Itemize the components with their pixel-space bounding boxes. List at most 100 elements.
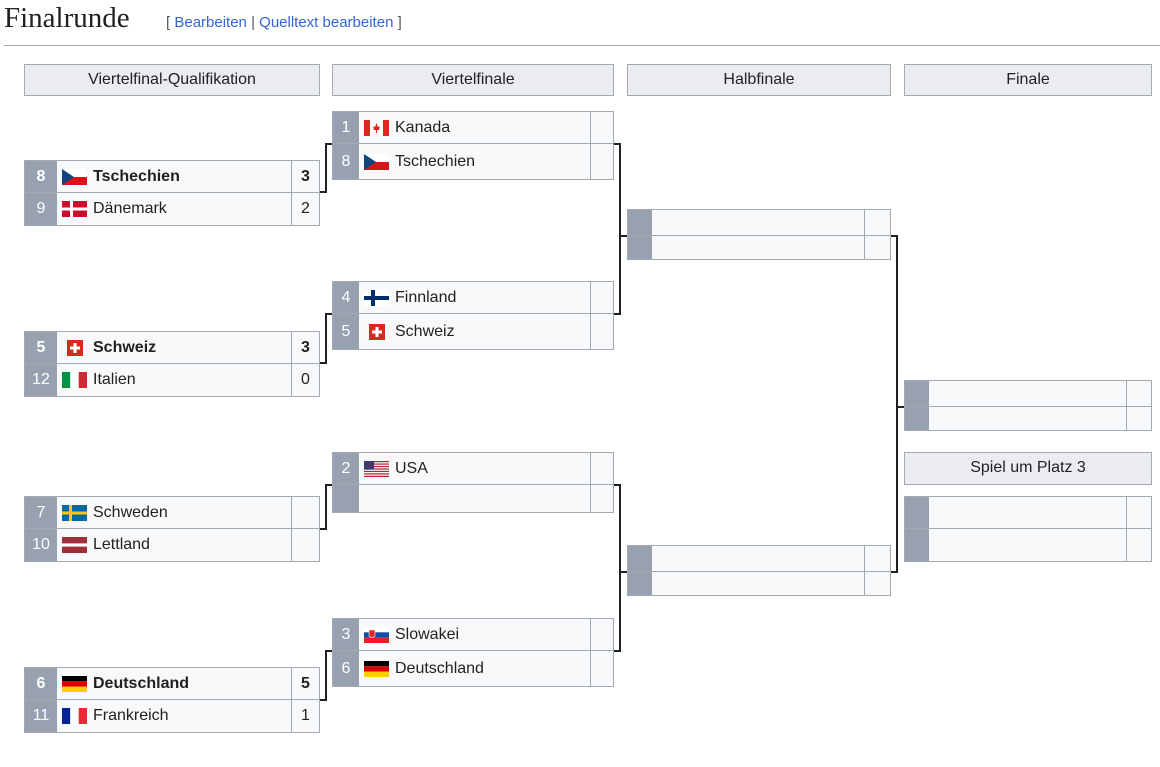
score: [590, 485, 613, 512]
team-name[interactable]: Lettland: [93, 536, 150, 553]
team-row: [904, 406, 1152, 431]
team-name[interactable]: Tschechien: [93, 167, 180, 185]
team-cell: Deutschland: [359, 651, 590, 686]
seed: 10: [25, 529, 57, 561]
seed: 5: [333, 314, 359, 349]
flag-cz-icon: [62, 168, 87, 185]
flag-ca-icon: [364, 119, 389, 136]
team-cell: [929, 497, 1126, 528]
score: [864, 572, 890, 595]
team-cell: [929, 407, 1126, 430]
seed: 1: [333, 112, 359, 143]
team-cell: USA: [359, 453, 590, 484]
bracket-close: ]: [397, 14, 402, 31]
team-cell: [652, 546, 864, 571]
score: [590, 651, 613, 686]
score: [864, 236, 890, 259]
team-row: [627, 235, 891, 260]
team-cell: Frankreich: [57, 700, 291, 732]
edit-links: [ Bearbeiten | Quelltext bearbeiten ]: [166, 14, 402, 31]
team-row: [904, 380, 1152, 407]
section-title: Finalrunde: [4, 2, 130, 34]
header-quarterfinal: Viertelfinale: [332, 64, 614, 96]
seed: 8: [25, 161, 57, 192]
team-row: [904, 528, 1152, 562]
header-semifinal: Halbfinale: [627, 64, 891, 96]
team-name[interactable]: Deutschland: [395, 659, 484, 677]
team-name[interactable]: USA: [395, 459, 428, 477]
team-cell: Finnland: [359, 282, 590, 313]
team-name[interactable]: Deutschland: [93, 674, 190, 692]
header-qualification: Viertelfinal-Qualifikation: [24, 64, 320, 96]
team-row: 10 Lettland: [24, 528, 320, 562]
connector: [320, 143, 332, 193]
seed: 2: [333, 453, 359, 484]
separator: |: [251, 14, 255, 31]
team-name[interactable]: Slowakei: [395, 625, 460, 643]
team-name[interactable]: Frankreich: [93, 707, 169, 724]
seed: 3: [333, 619, 359, 650]
team-row: [627, 571, 891, 596]
flag-fr-icon: [62, 708, 87, 724]
team-cell: [652, 236, 864, 259]
score: [590, 112, 613, 143]
team-name[interactable]: Kanada: [395, 118, 451, 136]
team-cell: Schweiz: [359, 314, 590, 349]
score: [291, 529, 319, 561]
team-cell: Italien: [57, 364, 291, 396]
score: 0: [291, 364, 319, 396]
team-cell: [359, 485, 590, 512]
team-row: 3 Slowakei: [332, 618, 614, 651]
score: 3: [291, 161, 319, 192]
score: [1126, 497, 1151, 528]
team-name[interactable]: Schweden: [93, 503, 168, 521]
heading-divider: [4, 45, 1160, 46]
seed: [905, 407, 929, 430]
team-cell: Schweden: [57, 497, 291, 528]
team-cell: Tschechien: [359, 144, 590, 179]
team-name[interactable]: Tschechien: [395, 152, 476, 170]
flag-fi-icon: [364, 289, 389, 306]
flag-it-icon: [62, 372, 87, 388]
flag-de-icon: [62, 675, 87, 692]
seed: [905, 529, 929, 561]
connector: [614, 484, 627, 652]
flag-dk-icon: [62, 201, 87, 217]
team-cell: Tschechien: [57, 161, 291, 192]
team-row: [904, 496, 1152, 529]
team-name[interactable]: Schweiz: [395, 322, 455, 340]
seed: 6: [25, 668, 57, 699]
team-name[interactable]: Dänemark: [93, 200, 167, 217]
team-name[interactable]: Schweiz: [93, 338, 157, 356]
team-name[interactable]: Italien: [93, 371, 136, 388]
flag-cz-icon: [364, 153, 389, 170]
edit-source-link[interactable]: Quelltext bearbeiten: [259, 14, 394, 31]
connector: [320, 484, 332, 530]
seed: [905, 497, 929, 528]
team-cell: [652, 210, 864, 235]
edit-link[interactable]: Bearbeiten: [174, 14, 247, 31]
team-row: 2 USA: [332, 452, 614, 485]
score: [590, 453, 613, 484]
seed: [628, 210, 652, 235]
flag-ch-icon: [369, 323, 385, 340]
team-cell: Deutschland: [57, 668, 291, 699]
team-cell: [652, 572, 864, 595]
score: [590, 314, 613, 349]
team-cell: Schweiz: [57, 332, 291, 363]
flag-sk-icon: [364, 626, 389, 643]
flag-lv-icon: [62, 537, 87, 553]
score: [864, 546, 890, 571]
flag-se-icon: [62, 504, 87, 521]
team-row: [332, 484, 614, 513]
team-name[interactable]: Finnland: [395, 288, 457, 306]
